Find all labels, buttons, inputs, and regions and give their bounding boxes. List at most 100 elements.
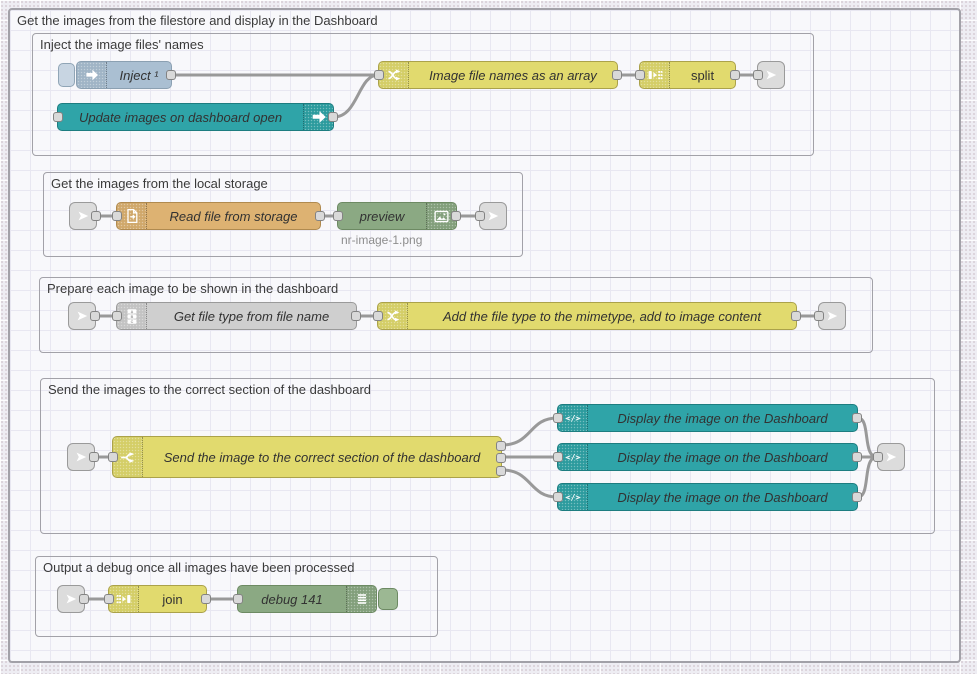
- link-in-node[interactable]: [67, 443, 99, 471]
- group-debug-label: Output a debug once all images have been…: [43, 560, 355, 575]
- link-in-node[interactable]: [69, 202, 101, 230]
- output-port[interactable]: [730, 70, 740, 80]
- link-out-node[interactable]: [814, 302, 846, 330]
- change-node[interactable]: Add the file type to the mimetype, add t…: [373, 302, 801, 330]
- string-node[interactable]: A B C Get file type from file name: [112, 302, 361, 330]
- change-node[interactable]: Image file names as an array: [374, 61, 622, 89]
- node-label: Display the image on the Dashboard: [617, 489, 828, 505]
- image-preview-node[interactable]: preview: [333, 202, 461, 230]
- file-icon: [117, 203, 147, 229]
- node-label: debug 141: [261, 591, 323, 607]
- group-debug[interactable]: Output a debug once all images have been…: [35, 556, 438, 637]
- wire[interactable]: [856, 455, 879, 499]
- output-port-3[interactable]: [496, 466, 506, 476]
- svg-text:</>: </>: [565, 414, 580, 423]
- wire[interactable]: [500, 468, 559, 499]
- debug-toggle-button[interactable]: [378, 588, 398, 610]
- link-icon: [76, 452, 87, 462]
- output-port[interactable]: [166, 70, 176, 80]
- output-port[interactable]: [612, 70, 622, 80]
- group-prepare-label: Prepare each image to be shown in the da…: [47, 281, 339, 296]
- svg-text:C: C: [130, 320, 133, 324]
- node-label: preview: [359, 208, 405, 224]
- link-out-node[interactable]: [873, 443, 905, 471]
- group-storage[interactable]: Get the images from the local storage: [43, 172, 523, 257]
- input-port[interactable]: [814, 311, 824, 321]
- link-in-node[interactable]: [68, 302, 100, 330]
- debug-node[interactable]: debug 141: [233, 585, 398, 613]
- switch-node[interactable]: Send the image to the correct section of…: [108, 436, 506, 478]
- group-send[interactable]: Send the images to the correct section o…: [40, 378, 935, 534]
- output-port[interactable]: [91, 211, 101, 221]
- output-port[interactable]: [79, 594, 89, 604]
- input-port[interactable]: [753, 70, 763, 80]
- node-label: split: [690, 67, 715, 83]
- input-port[interactable]: [553, 413, 563, 423]
- output-port[interactable]: [852, 413, 862, 423]
- input-port[interactable]: [553, 492, 563, 502]
- link-out-node[interactable]: [753, 61, 785, 89]
- input-port[interactable]: [104, 594, 114, 604]
- input-port[interactable]: [112, 211, 122, 221]
- output-port-2[interactable]: [496, 453, 506, 463]
- svg-text:B: B: [130, 314, 133, 318]
- input-port[interactable]: [333, 211, 343, 221]
- input-port[interactable]: [53, 112, 63, 122]
- split-icon: [640, 62, 670, 88]
- input-port[interactable]: [475, 211, 485, 221]
- switch-icon: [113, 437, 143, 477]
- output-port[interactable]: [791, 311, 801, 321]
- output-port[interactable]: [201, 594, 211, 604]
- inject-button[interactable]: [58, 63, 75, 87]
- inject-node[interactable]: Inject ¹: [58, 61, 176, 89]
- wire[interactable]: [500, 416, 559, 447]
- output-port-1[interactable]: [496, 441, 506, 451]
- input-port[interactable]: [873, 452, 883, 462]
- template-node[interactable]: </> Display the image on the Dashboard: [553, 483, 862, 511]
- template-icon: </>: [558, 405, 588, 431]
- output-port[interactable]: [89, 452, 99, 462]
- node-label: Display the image on the Dashboard: [617, 410, 828, 426]
- group-send-label: Send the images to the correct section o…: [48, 382, 372, 397]
- svg-text:A: A: [130, 309, 133, 313]
- link-icon: [766, 70, 777, 80]
- output-port[interactable]: [315, 211, 325, 221]
- input-port[interactable]: [553, 452, 563, 462]
- svg-text:</>: </>: [565, 493, 580, 502]
- template-icon: </>: [558, 484, 588, 510]
- link-icon: [66, 594, 77, 604]
- dashboard-event-node[interactable]: Update images on dashboard open: [53, 103, 338, 131]
- node-label: Image file names as an array: [429, 67, 597, 83]
- input-port[interactable]: [233, 594, 243, 604]
- output-port[interactable]: [90, 311, 100, 321]
- change-icon: [379, 62, 409, 88]
- link-out-node[interactable]: [475, 202, 507, 230]
- output-port[interactable]: [852, 492, 862, 502]
- input-port[interactable]: [108, 452, 118, 462]
- input-port[interactable]: [112, 311, 122, 321]
- link-in-node[interactable]: [57, 585, 89, 613]
- split-node[interactable]: split: [635, 61, 740, 89]
- output-port[interactable]: [852, 452, 862, 462]
- input-port[interactable]: [635, 70, 645, 80]
- node-label: Send the image to the correct section of…: [163, 449, 481, 465]
- template-node[interactable]: </> Display the image on the Dashboard: [553, 443, 862, 471]
- node-label: Add the file type to the mimetype, add t…: [443, 308, 761, 324]
- input-port[interactable]: [374, 70, 384, 80]
- group-inject[interactable]: Inject the image files' names: [32, 33, 814, 156]
- file-in-node[interactable]: Read file from storage: [112, 202, 325, 230]
- group-prepare[interactable]: Prepare each image to be shown in the da…: [39, 277, 873, 353]
- inject-icon: [77, 62, 107, 88]
- wire[interactable]: [332, 73, 380, 119]
- output-port[interactable]: [451, 211, 461, 221]
- node-label: Display the image on the Dashboard: [617, 449, 828, 465]
- group-inject-label: Inject the image files' names: [40, 37, 204, 52]
- output-port[interactable]: [351, 311, 361, 321]
- node-label: Inject ¹: [119, 67, 159, 83]
- input-port[interactable]: [373, 311, 383, 321]
- output-port[interactable]: [328, 112, 338, 122]
- template-node[interactable]: </> Display the image on the Dashboard: [553, 404, 862, 432]
- join-node[interactable]: join: [104, 585, 211, 613]
